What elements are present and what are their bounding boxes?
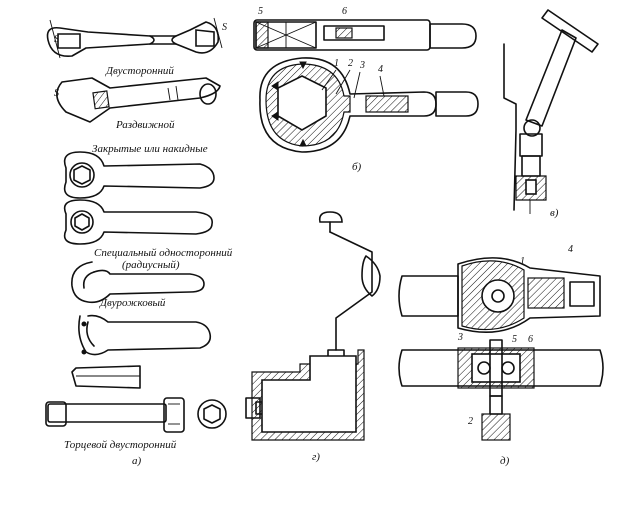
callout-4: 4 <box>378 64 383 75</box>
double-open-end-wrench <box>46 17 223 59</box>
callout-1: 1 <box>334 58 339 69</box>
caption-adjustable: Раздвижной <box>115 119 175 131</box>
brace-wrench <box>245 211 381 441</box>
callout-d-6: 6 <box>528 334 533 345</box>
callout-d-2: 2 <box>468 416 473 427</box>
callout-d-5: 5 <box>512 334 517 345</box>
dim-s-label-right: S <box>222 22 227 33</box>
caption-special-line-2: (радиусный) <box>122 259 180 271</box>
ring-wrench-plan-section <box>259 57 479 153</box>
callout-5: 5 <box>258 6 263 17</box>
caption-closed-ring: Закрытые или накидные <box>92 143 208 155</box>
caption-two-pin: Двурожковый <box>99 297 166 309</box>
caption-socket-double: Торцевой двусторонний <box>64 439 177 451</box>
callout-3: 3 <box>359 60 365 71</box>
dim-s-label: S <box>54 34 59 45</box>
torque-wrench-section-top <box>398 257 601 334</box>
sublabel-a: а) <box>132 455 142 467</box>
callout-d-3: 3 <box>457 332 463 343</box>
dim-s-adjust-label: S <box>54 88 59 99</box>
t-handle-universal-joint <box>503 9 599 214</box>
callout-d-1: 1 <box>520 256 525 267</box>
ring-wrench-top-section <box>253 19 477 51</box>
callout-d-4: 4 <box>568 244 573 255</box>
adjustable-wrench <box>56 77 221 123</box>
double-socket-wrench <box>45 365 227 433</box>
sublabel-d: д) <box>500 455 510 467</box>
callout-2: 2 <box>348 58 353 69</box>
hook-spanner <box>71 261 205 304</box>
torque-wrench-section-bottom <box>398 339 604 441</box>
open-ring-wrench <box>63 199 213 245</box>
box-end-wrench <box>63 151 215 199</box>
pin-spanner <box>78 314 212 356</box>
callout-6: 6 <box>342 6 347 17</box>
sublabel-v: в) <box>550 207 559 219</box>
caption-double-open-end: Двусторонний <box>105 65 174 77</box>
sublabel-g: г) <box>312 451 320 463</box>
sublabel-b: б) <box>352 161 362 173</box>
caption-special-line-1: Специальный односторонний <box>94 247 233 259</box>
